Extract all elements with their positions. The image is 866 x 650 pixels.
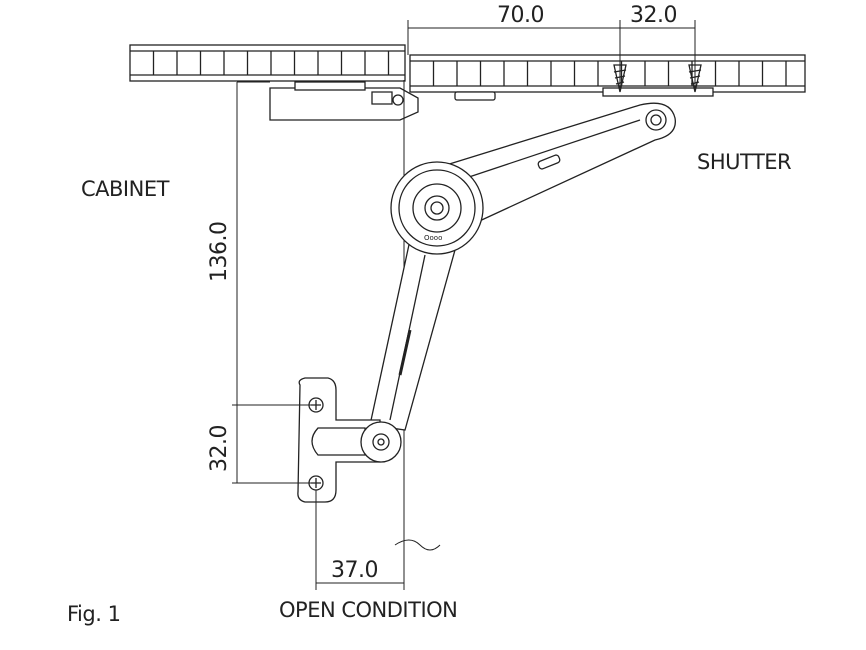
dimension-shutter-offset: 70.0 xyxy=(497,3,544,28)
cabinet-mount-bracket xyxy=(269,81,419,121)
dimension-base-offset: 37.0 xyxy=(331,558,378,583)
cabinet-label: CABINET xyxy=(81,177,169,201)
dimension-lines-side xyxy=(232,81,404,590)
hinge-hub: Oooo xyxy=(390,161,484,255)
shutter-label: SHUTTER xyxy=(697,150,792,174)
condition-label: OPEN CONDITION xyxy=(279,598,458,622)
dimension-shutter-screw-spacing: 32.0 xyxy=(630,3,677,28)
lower-arm xyxy=(369,239,456,431)
cabinet-panel xyxy=(129,44,406,82)
figure-caption: Fig. 1 xyxy=(67,602,121,626)
svg-text:Oooo: Oooo xyxy=(424,234,442,242)
upper-arm xyxy=(429,102,676,231)
dimension-lines-top xyxy=(407,20,696,95)
shutter-panel xyxy=(409,54,806,93)
dimension-height: 136.0 xyxy=(207,221,232,282)
shutter-screw-icons xyxy=(602,64,714,97)
dimension-base-screw-spacing: 32.0 xyxy=(207,425,232,472)
lower-pivot xyxy=(360,421,402,463)
